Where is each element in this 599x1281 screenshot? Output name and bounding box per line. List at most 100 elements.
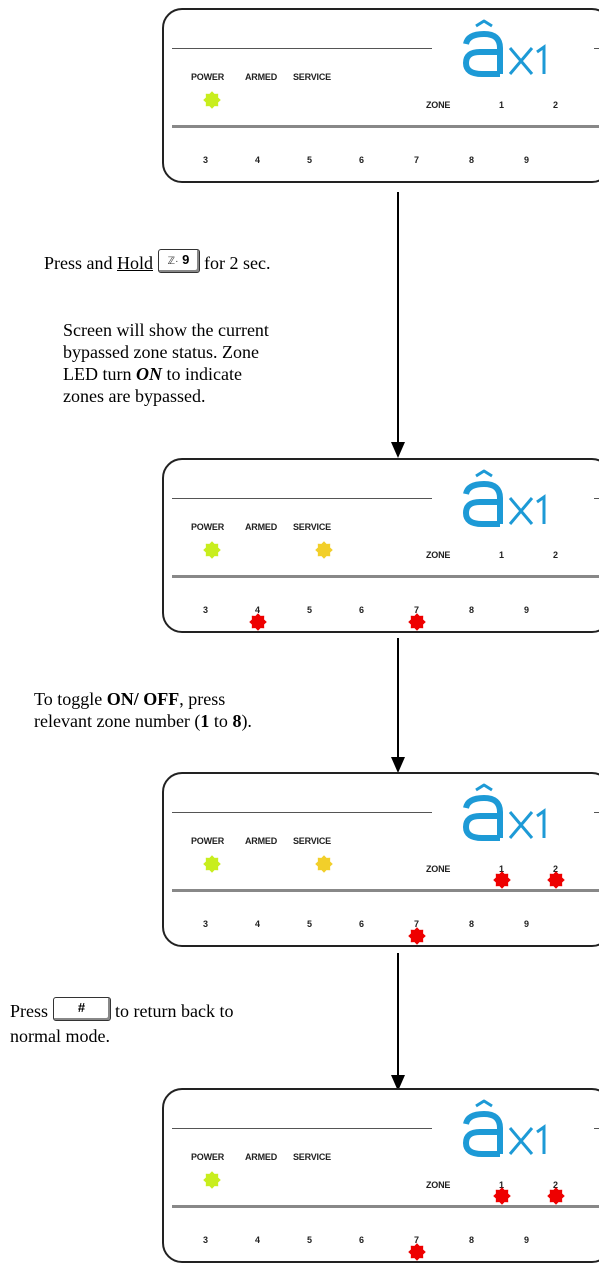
zone-number-8: 8 [469,1235,475,1245]
zone-number-5: 5 [307,605,313,615]
power-led-icon [203,855,221,873]
service-label: SERVICE [293,522,331,532]
zone-number-3: 3 [203,605,209,615]
zone-number-7: 7 [414,605,420,615]
step2-line2-post: ). [241,711,252,731]
zone-1-led-icon [493,1187,511,1205]
zone-number-8: 8 [469,605,475,615]
step1-suffix: for 2 sec. [199,253,271,273]
armed-label: ARMED [245,522,277,532]
zone-number-2: 2 [553,100,559,110]
key-shift-symbol: ℤ· [167,255,179,267]
zone-number-6: 6 [359,605,365,615]
ax1-logo-icon [462,19,546,77]
zone-4-led-icon [249,613,267,631]
zone-number-8: 8 [469,155,475,165]
step3-line-1: Press # to return back to [10,996,234,1025]
zone-number-9: 9 [524,1235,530,1245]
ax1-logo-icon [462,469,546,527]
zone-number-2: 2 [553,864,559,874]
step2-b8: 8 [232,711,242,731]
zone-number-6: 6 [359,919,365,929]
zone-number-7: 7 [414,1235,420,1245]
key-digit: 9 [182,251,190,267]
desc-line-1: Screen will show the current [63,320,269,340]
down-arrow-1 [391,192,405,458]
step2-onoff: ON/ OFF [106,689,180,709]
panel-top-divider [172,498,432,499]
ax1-logo-icon [462,1099,546,1157]
zone-number-4: 4 [255,155,261,165]
step3-suffix: to return back to [110,1001,234,1021]
zone-number-4: 4 [255,919,261,929]
zone-2-led-icon [547,1187,565,1205]
zone-number-1: 1 [499,1180,505,1190]
panel-mid-divider [172,889,599,892]
zone-number-6: 6 [359,155,365,165]
zone-number-6: 6 [359,1235,365,1245]
zone-label: ZONE [426,1180,451,1190]
desc-line-2: bypassed zone status. Zone [63,342,259,362]
step2-line-2: relevant zone number (1 to 8). [34,710,252,732]
ax1-logo-icon [462,783,546,841]
service-led-icon [315,855,333,873]
power-label: POWER [191,836,225,846]
step2-mid: , press [179,689,226,709]
zone-number-2: 2 [553,550,559,560]
step1-text: Press and Hold ℤ· 9 for 2 sec. [44,248,271,277]
zone-number-9: 9 [524,605,530,615]
desc-line-3-post: to indicate [161,364,242,384]
desc-on-word: ON [135,364,162,384]
zone-7-led-icon [408,1243,426,1261]
zone-label: ZONE [426,864,451,874]
power-label: POWER [191,1152,225,1162]
step3-press: Press [10,1001,53,1021]
zone-number-2: 2 [553,1180,559,1190]
zone-7-led-icon [408,927,426,945]
zone-number-9: 9 [524,155,530,165]
zone-number-4: 4 [255,605,261,615]
step3-line-2: normal mode. [10,1025,110,1046]
panel-mid-divider [172,125,599,128]
power-led-icon [203,91,221,109]
desc-line-3-pre: LED turn [63,364,136,384]
armed-label: ARMED [245,72,277,82]
desc-line-4: zones are bypassed. [63,386,206,406]
step2-b1: 1 [200,711,210,731]
step2-line2-pre: relevant zone number ( [34,711,201,731]
power-label: POWER [191,72,225,82]
step2-pre: To toggle [34,689,107,709]
armed-label: ARMED [245,1152,277,1162]
desc-line-3: LED turn ON to indicate [63,363,269,385]
step3-text: Press # to return back to normal mode. [10,996,234,1047]
zone-number-9: 9 [524,919,530,929]
panel-right-divider [594,812,599,813]
zone-number-1: 1 [499,550,505,560]
panel-right-divider [594,48,599,49]
power-led-icon [203,541,221,559]
armed-label: ARMED [245,836,277,846]
down-arrow-2 [391,638,405,773]
panel-mid-divider [172,575,599,578]
zone-number-4: 4 [255,1235,261,1245]
zone-1-led-icon [493,871,511,889]
zone-number-8: 8 [469,919,475,929]
service-label: SERVICE [293,836,331,846]
zone-number-3: 3 [203,1235,209,1245]
zone-label: ZONE [426,550,451,560]
zone-number-5: 5 [307,155,313,165]
step2-to: to [209,711,233,731]
zone-number-3: 3 [203,155,209,165]
zone-number-5: 5 [307,919,313,929]
panel-right-divider [594,1128,599,1129]
step2-text: To toggle ON/ OFF, press relevant zone n… [34,688,252,732]
zone-number-1: 1 [499,864,505,874]
panel-top-divider [172,48,432,49]
step2-line-1: To toggle ON/ OFF, press [34,688,252,710]
panel-mid-divider [172,1205,599,1208]
zone-number-5: 5 [307,1235,313,1245]
